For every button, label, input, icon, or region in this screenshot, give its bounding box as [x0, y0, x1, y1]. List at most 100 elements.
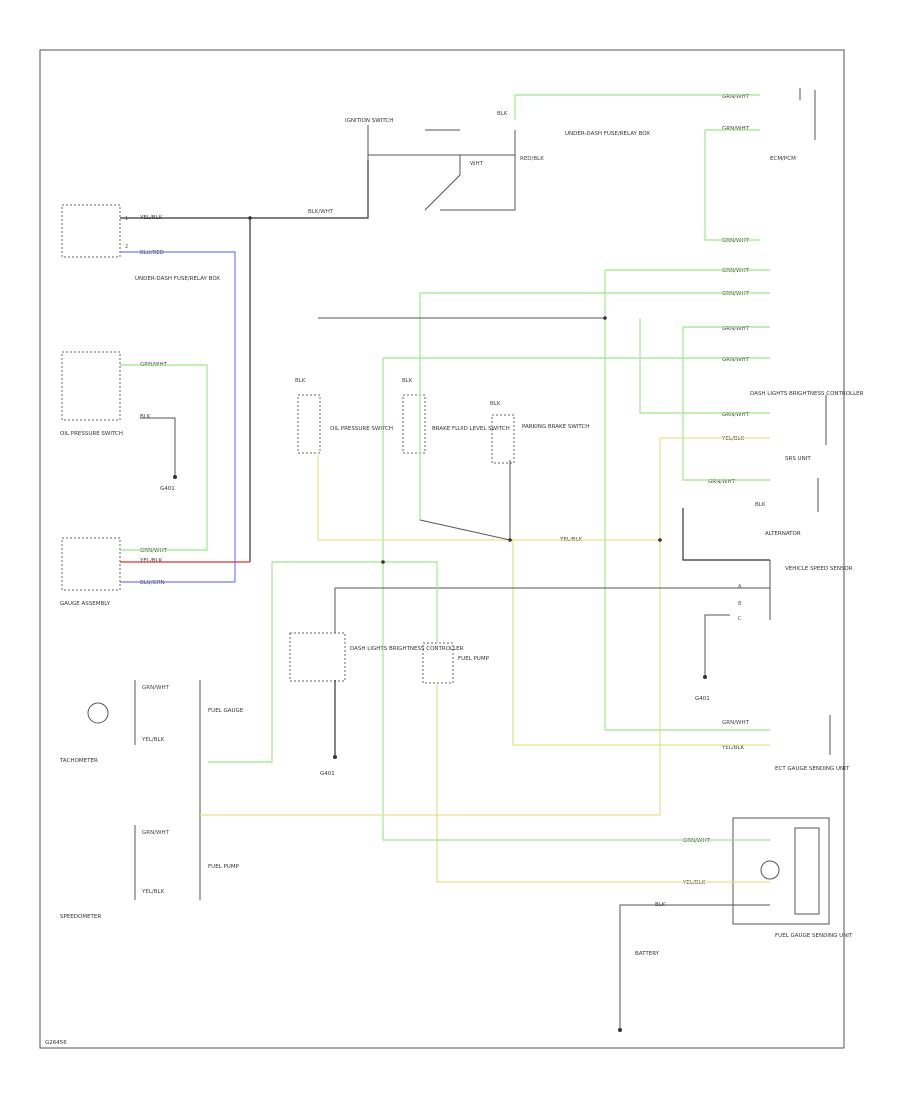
wire-green-right-4	[382, 357, 770, 841]
wire-label: YEL/BLK	[141, 737, 165, 743]
speedometer-caption: SPEEDOMETER	[60, 914, 101, 920]
tachometer-symbol	[87, 702, 109, 724]
relay-caption: DASH LIGHTS BRIGHTNESS CONTROLLER	[350, 646, 464, 652]
wire-label: BLK/WHT	[308, 209, 334, 215]
wire-label: YEL/BLK	[682, 880, 706, 886]
ground-caption: G401	[320, 771, 335, 777]
splice-dot	[381, 560, 385, 564]
module-box-sender	[732, 817, 830, 925]
fuel-gauge-caption: FUEL GAUGE	[208, 708, 244, 714]
pin-label: B	[738, 601, 742, 607]
wire-label: GRN/WHT	[722, 357, 750, 363]
wire-label: GRN/WHT	[722, 268, 750, 274]
wire-green-top	[514, 94, 760, 120]
wire-black-vss-2	[334, 587, 770, 633]
wire-label: GRN/WHT	[140, 548, 168, 554]
wire-green-tach	[208, 561, 438, 763]
wire-label: YEL/BLK	[721, 436, 745, 442]
sender-caption: FUEL GAUGE SENDING UNIT	[775, 933, 853, 939]
sender-symbol	[760, 860, 780, 880]
module-box-oil-switch	[61, 351, 121, 421]
wire-label: YEL/BLK	[141, 889, 165, 895]
page-code: G26456	[45, 1040, 67, 1046]
wire-green-oil	[120, 364, 208, 551]
wire-blue	[120, 251, 236, 583]
wire-label: GRN/WHT	[722, 412, 750, 418]
ignition-caption: IGNITION SWITCH	[345, 118, 393, 124]
wire-green-right-2	[419, 292, 770, 520]
wire-black-splice	[419, 460, 511, 541]
ground-dot	[333, 755, 337, 759]
ground-caption: G401	[160, 486, 175, 492]
wire-green-right-1	[604, 269, 770, 731]
ground-dot	[173, 475, 177, 479]
wire-green-ecm	[704, 129, 760, 241]
wire-ignition-right	[440, 130, 516, 211]
fuel-pump-box	[422, 642, 454, 684]
wire-label: GRN/WHT	[722, 720, 750, 726]
splice-dot	[508, 538, 512, 542]
splice-dot	[248, 216, 252, 220]
wire-label: BLK	[402, 378, 413, 384]
wire-yellow-ecm	[200, 437, 770, 816]
wire-label: GRN/WHT	[722, 291, 750, 297]
splice-dot	[603, 316, 607, 320]
ground-dot	[703, 675, 707, 679]
fuel-pump-caption: FUEL PUMP	[208, 864, 240, 870]
ignition-bracket	[367, 125, 460, 160]
wire-label: GRN/WHT	[142, 830, 170, 836]
wire-label: BLU/GRN	[140, 580, 165, 586]
wire-yellow-center	[317, 455, 660, 541]
wire-label: BLK	[295, 378, 306, 384]
relay-box	[289, 632, 346, 682]
ignition-switch-contact	[424, 155, 461, 211]
wire-label: BLK	[490, 401, 501, 407]
wire-label: GRN/WHT	[683, 838, 711, 844]
wire-label: GRN/WHT	[708, 479, 736, 485]
wire-label: GRN/WHT	[722, 94, 750, 100]
switch-oil	[297, 394, 321, 454]
switch-brake	[402, 394, 426, 454]
pin-label: 2	[125, 244, 128, 250]
wire-battery	[619, 904, 770, 1030]
switch-oil-caption: OIL PRESSURE SWITCH	[330, 426, 393, 432]
wire-label: WHT	[470, 161, 484, 167]
switch-parking-caption: PARKING BRAKE SWITCH	[522, 424, 589, 430]
switch-brake-caption: BRAKE FLUID LEVEL SWITCH	[432, 426, 510, 432]
pin-label: C	[738, 616, 742, 622]
wire-label: BLK	[140, 414, 151, 420]
tachometer-caption: TACHOMETER	[59, 758, 98, 764]
fuel-pump-center-caption: FUEL PUMP	[458, 656, 490, 662]
ect-caption: ECT GAUGE SENDING UNIT	[775, 766, 850, 772]
wire-oil-ground	[140, 417, 176, 475]
wire-label: BLK	[755, 502, 766, 508]
wire-label: YEL/BLK	[721, 745, 745, 751]
fuse-box-caption: UNDER-DASH FUSE/RELAY BOX	[565, 131, 650, 137]
ground-caption: G401	[695, 696, 710, 702]
dash-lights-caption: DASH LIGHTS BRIGHTNESS CONTROLLER	[750, 391, 864, 397]
srs-caption: SRS UNIT	[785, 456, 811, 462]
wire-label: GRN/WHT	[142, 685, 170, 691]
module-box-top-left	[61, 204, 121, 258]
ground-dot	[618, 1028, 622, 1032]
wire-label: GRN/WHT	[722, 326, 750, 332]
module-top-left-caption: UNDER-DASH FUSE/RELAY BOX	[135, 276, 220, 282]
alternator-caption: ALTERNATOR	[765, 531, 801, 537]
wire-yellow-vert	[512, 540, 770, 746]
module-box-gauge	[61, 537, 121, 591]
wire-green-right-3	[682, 326, 770, 481]
wire-label: GRN/WHT	[722, 238, 750, 244]
diagram-border	[39, 49, 845, 1049]
wire-label: BLU/RED	[140, 250, 164, 256]
wire-module-to-ignition	[120, 160, 369, 219]
oil-switch-caption: OIL PRESSURE SWITCH	[60, 431, 123, 437]
wire-yellow-fuel	[436, 683, 770, 883]
sender-inner	[794, 827, 820, 915]
vss-caption: VEHICLE SPEED SENSOR	[785, 566, 853, 572]
battery-caption: BATTERY	[635, 951, 660, 957]
splice-dot	[658, 538, 662, 542]
pin-label: A	[738, 584, 742, 590]
wire-label: BLK	[497, 111, 508, 117]
ecm-bracket	[799, 88, 816, 140]
